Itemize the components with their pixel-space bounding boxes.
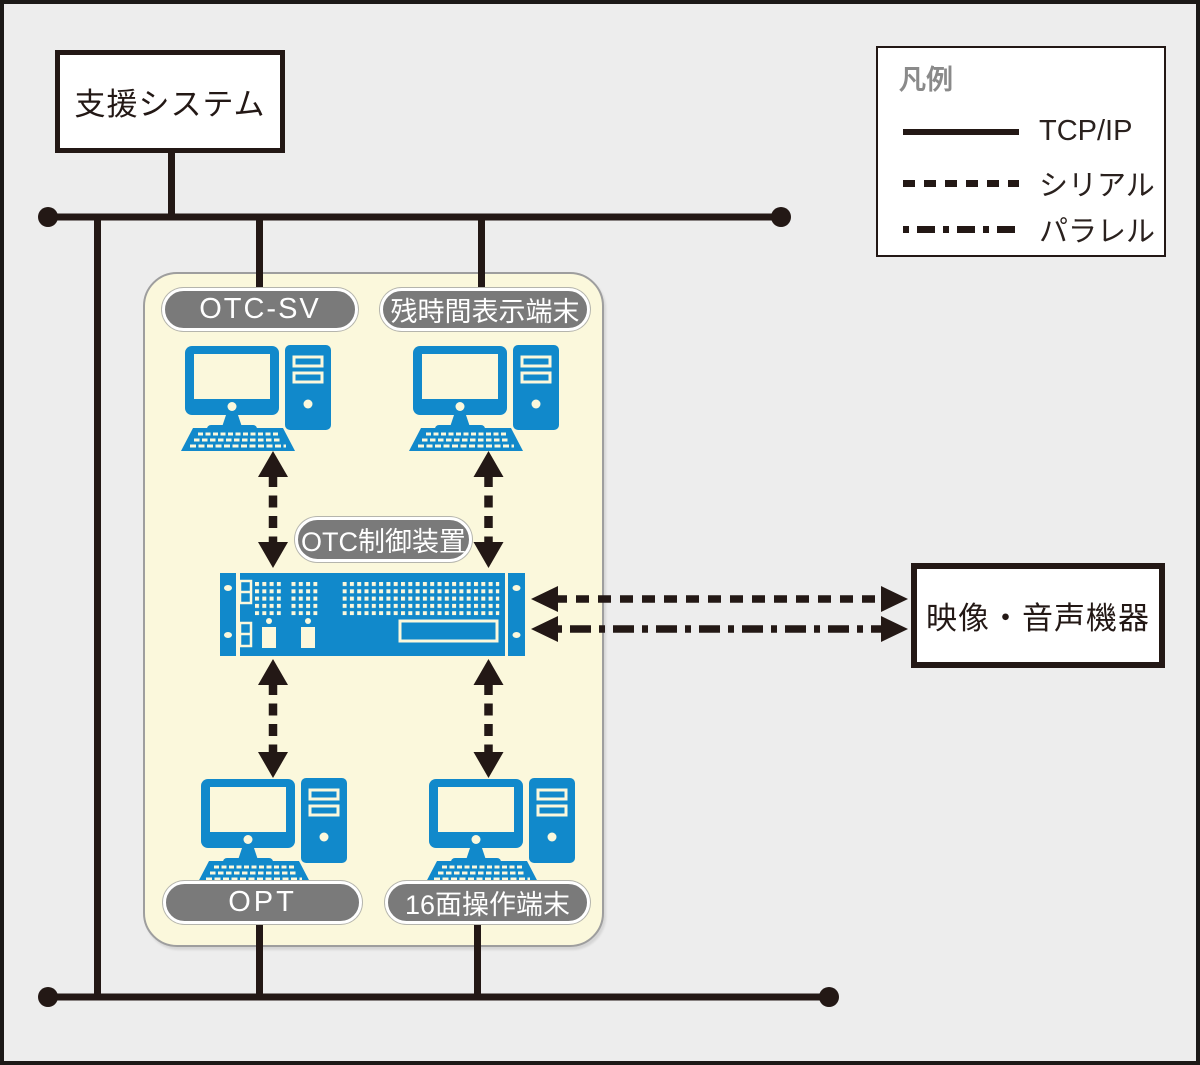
opt-label: OPT: [228, 886, 297, 918]
remaining-time-terminal-badge: 残時間表示端末: [380, 288, 590, 331]
otc-sv-label: OTC-SV: [199, 293, 321, 325]
legend-line-solid: [903, 128, 1019, 135]
serial-arrow-top-left: [258, 451, 288, 568]
parallel-arrow-av: [531, 616, 908, 642]
legend-row-serial: シリアル: [903, 162, 1155, 204]
legend-title: 凡例: [899, 65, 953, 95]
otc-control-unit-label: OTC制御装置: [301, 527, 466, 557]
rack-controller-icon: [220, 573, 525, 656]
legend: 凡例 TCP/IP シリアル パラレル: [876, 46, 1166, 257]
legend-line-dashdot: [903, 225, 1019, 233]
legend-row-tcpip: TCP/IP: [903, 115, 1132, 148]
computer-icon-opt: [197, 778, 347, 884]
legend-label-parallel: パラレル: [1039, 216, 1156, 248]
screen16-terminal-label: 16面操作端末: [404, 890, 571, 920]
legend-label-tcpip: TCP/IP: [1039, 115, 1133, 147]
serial-arrow-bottom-left: [258, 659, 288, 778]
serial-arrow-av: [531, 586, 908, 612]
bottom-bus-line: [38, 987, 839, 1007]
computer-icon-screen16: [425, 778, 575, 884]
serial-arrow-bottom-right: [473, 659, 504, 778]
av-equipment-label: 映像・音声機器: [926, 601, 1150, 636]
otc-sv-badge: OTC-SV: [162, 288, 358, 331]
otc-control-unit-badge: OTC制御装置: [295, 517, 472, 562]
top-bus-line: [38, 207, 791, 227]
av-equipment-box: 映像・音声機器: [911, 563, 1165, 668]
serial-arrow-top-right: [473, 451, 504, 568]
legend-line-dashed: [903, 179, 1019, 187]
legend-row-parallel: パラレル: [903, 208, 1155, 250]
computer-icon-remaining-time: [409, 345, 559, 451]
support-system-box: 支援システム: [55, 50, 285, 153]
screen16-terminal-badge: 16面操作端末: [385, 881, 590, 924]
remaining-time-terminal-label: 残時間表示端末: [390, 297, 580, 327]
computer-icon-otc-sv: [181, 345, 331, 451]
support-system-label: 支援システム: [74, 87, 266, 122]
opt-badge: OPT: [163, 881, 362, 924]
legend-label-serial: シリアル: [1039, 170, 1155, 202]
